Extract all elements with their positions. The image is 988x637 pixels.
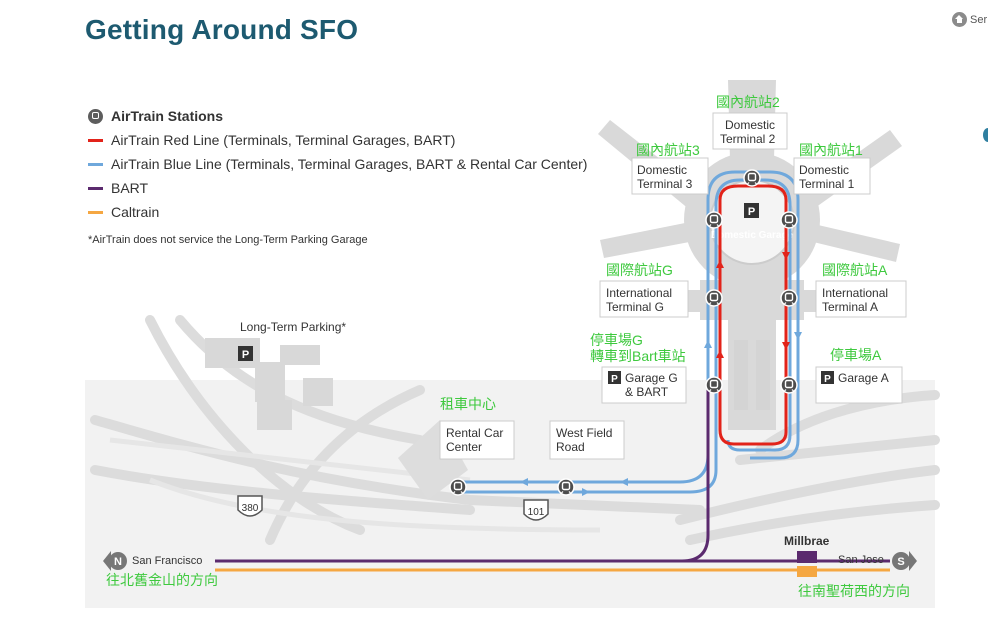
svg-text:Terminal 3: Terminal 3 xyxy=(637,177,693,191)
legend-item-blue-line: AirTrain Blue Line (Terminals, Terminal … xyxy=(88,152,587,176)
annotation-t3: 國內航站3 xyxy=(636,142,700,158)
svg-text:Terminal A: Terminal A xyxy=(822,300,878,314)
north-badge[interactable]: N xyxy=(103,551,127,571)
svg-text:& BART: & BART xyxy=(625,385,669,399)
label-rental-car: Rental Car Center xyxy=(439,420,515,460)
annotation-garage-g-2: 轉車到Bart車站 xyxy=(590,348,686,364)
bart-swatch xyxy=(88,186,103,190)
annotations: 國內航站2 國內航站3 國內航站1 國際航站G 國際航站A 停車場G 轉車到Ba… xyxy=(106,94,910,599)
svg-text:N: N xyxy=(114,556,122,568)
legend-item-bart: BART xyxy=(88,176,587,200)
svg-text:P: P xyxy=(611,374,618,385)
san-francisco-label: San Francisco xyxy=(132,555,202,567)
svg-text:Domestic: Domestic xyxy=(799,163,849,177)
long-term-parking-buildings xyxy=(205,338,333,430)
svg-text:West Field: West Field xyxy=(556,426,612,440)
label-garage-g: P Garage G & BART xyxy=(601,366,687,404)
label-domestic-t3: Domestic Terminal 3 xyxy=(631,157,709,195)
annotation-t2: 國內航站2 xyxy=(716,94,780,110)
label-domestic-t2: Domestic Terminal 2 xyxy=(712,112,788,150)
terminal-garages xyxy=(734,340,770,410)
blue-line-swatch xyxy=(88,162,103,166)
domestic-garage-parking-icon: P xyxy=(744,203,759,218)
legend: AirTrain Stations AirTrain Red Line (Ter… xyxy=(88,104,587,246)
blue-line-arrows xyxy=(520,332,802,496)
millbrae-caltrain-station xyxy=(797,566,817,577)
legend-title-row: AirTrain Stations xyxy=(88,104,587,128)
svg-text:Terminal 1: Terminal 1 xyxy=(799,177,855,191)
annotation-rental: 租車中心 xyxy=(440,396,496,412)
station-domestic-t3-icon[interactable] xyxy=(705,211,723,229)
svg-text:Center: Center xyxy=(446,440,482,454)
svg-text:Road: Road xyxy=(556,440,585,454)
svg-text:P: P xyxy=(748,206,755,218)
highway-101-shield: 101 xyxy=(523,499,549,521)
label-west-field: West Field Road xyxy=(549,420,625,460)
station-domestic-t1-icon[interactable] xyxy=(780,211,798,229)
legend-label: AirTrain Red Line (Terminals, Terminal G… xyxy=(111,132,456,148)
annotation-garage-g-1: 停車場G xyxy=(590,332,643,348)
station-garage-g-icon[interactable] xyxy=(705,376,723,394)
millbrae-bart-station xyxy=(797,551,817,563)
station-rental-car-icon[interactable] xyxy=(449,478,467,496)
page-title: Getting Around SFO xyxy=(85,14,359,45)
annotation-intl-g: 國際航站G xyxy=(606,262,673,278)
red-line-arrows xyxy=(716,252,790,358)
station-intl-a-icon[interactable] xyxy=(780,289,798,307)
annotation-intl-a: 國際航站A xyxy=(822,262,888,278)
airtrain-station-icon xyxy=(88,108,103,124)
header-link-label[interactable]: Ser xyxy=(970,13,988,26)
annotation-north: 往北舊金山的方向 xyxy=(106,572,218,588)
svg-text:Domestic: Domestic xyxy=(637,163,687,177)
caltrain-swatch xyxy=(88,210,103,214)
svg-text:Terminal 2: Terminal 2 xyxy=(720,132,776,146)
svg-text:Domestic: Domestic xyxy=(725,118,775,132)
svg-text:Garage A: Garage A xyxy=(838,371,889,385)
label-garage-a: P Garage A xyxy=(815,366,903,404)
svg-text:P: P xyxy=(242,349,249,361)
station-intl-g-icon[interactable] xyxy=(705,289,723,307)
legend-note: *AirTrain does not service the Long-Term… xyxy=(88,234,368,246)
svg-text:Terminal G: Terminal G xyxy=(606,300,664,314)
label-intl-g: International Terminal G xyxy=(599,280,689,318)
svg-text:P: P xyxy=(824,374,831,385)
red-line-swatch xyxy=(88,138,103,142)
millbrae-label: Millbrae xyxy=(784,534,830,548)
legend-label: AirTrain Blue Line (Terminals, Terminal … xyxy=(111,156,588,172)
legend-label: BART xyxy=(111,180,149,196)
red-line xyxy=(718,184,788,446)
station-west-field-icon[interactable] xyxy=(557,478,575,496)
svg-text:Garage G: Garage G xyxy=(625,371,678,385)
svg-text:Rental Car: Rental Car xyxy=(446,426,503,440)
highway-380-shield: 380 xyxy=(237,495,263,517)
legend-title: AirTrain Stations xyxy=(111,108,224,124)
san-jose-label: San Jose xyxy=(838,554,884,566)
svg-text:International: International xyxy=(606,286,672,300)
svg-text:S: S xyxy=(897,556,904,568)
header-link[interactable]: Ser xyxy=(952,12,987,27)
long-term-parking-label: Long-Term Parking* xyxy=(240,320,346,334)
legend-item-red-line: AirTrain Red Line (Terminals, Terminal G… xyxy=(88,128,587,152)
svg-text:International: International xyxy=(822,286,888,300)
home-icon[interactable] xyxy=(952,12,967,27)
label-domestic-t1: Domestic Terminal 1 xyxy=(793,157,871,195)
label-intl-a: International Terminal A xyxy=(815,280,907,318)
svg-text:101: 101 xyxy=(528,507,545,518)
station-garage-a-icon[interactable] xyxy=(780,376,798,394)
side-indicator[interactable] xyxy=(983,128,988,142)
south-badge[interactable]: S xyxy=(892,551,917,571)
legend-label: Caltrain xyxy=(111,204,160,220)
annotation-garage-a: 停車場A xyxy=(830,347,882,363)
station-domestic-t2-icon[interactable] xyxy=(743,169,761,187)
svg-text:380: 380 xyxy=(242,503,259,514)
domestic-garage-label: Domestic Garage xyxy=(711,230,794,241)
long-term-parking-icon: P xyxy=(238,346,253,361)
annotation-t1: 國內航站1 xyxy=(799,142,863,158)
legend-item-caltrain: Caltrain xyxy=(88,200,587,224)
annotation-south: 往南聖荷西的方向 xyxy=(798,583,910,599)
